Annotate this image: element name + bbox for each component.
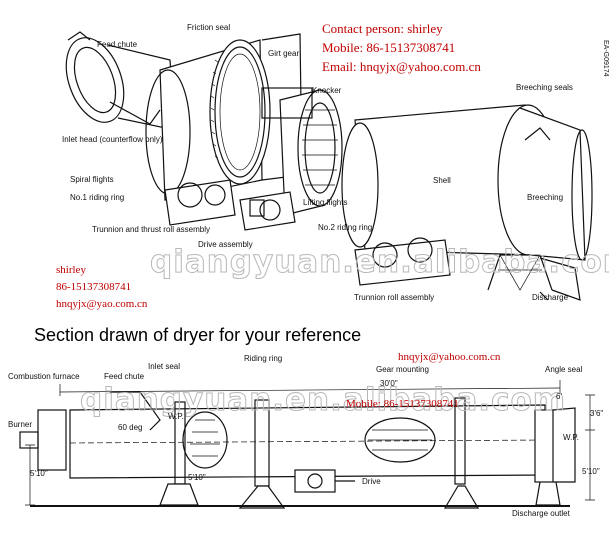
furnace-drawing — [37, 409, 67, 471]
breeching-stand-drawing — [487, 254, 581, 301]
trunnion-roll-drawing — [354, 237, 451, 286]
label-feed-chute-lower: Feed chute — [104, 372, 145, 381]
label-dim-510-mid: 5'10" — [188, 473, 206, 482]
label-riding-ring-2: No.2 riding ring — [318, 223, 372, 232]
contact-block: Contact person: shirley Mobile: 86-15137… — [322, 21, 481, 74]
label-gear-mounting: Gear mounting — [376, 365, 429, 374]
label-60deg: 60 deg — [118, 423, 142, 432]
label-feed-chute: Feed chute — [97, 40, 138, 49]
label-burner: Burner — [8, 420, 32, 429]
bottom-email: hnqyjx@yahoo.com.cn — [398, 351, 501, 363]
label-drive-assembly: Drive assembly — [198, 240, 253, 249]
bottom-phone: Mobile: 86-15137308741 — [346, 398, 459, 410]
contact-email: Email: hnqyjx@yahoo.com.cn — [322, 59, 481, 74]
watermark-bottom: qiangyuan.en.alibaba.com — [80, 382, 566, 418]
lower-labels: Combustion furnace Feed chute Inlet seal… — [8, 354, 603, 518]
lifting-flights-drawing — [261, 87, 343, 216]
label-dim-510-left: 5'10" — [30, 469, 48, 478]
watermark-top: qiangyuan.en.alibaba.com — [150, 244, 609, 280]
overlay-phone: 86-15137308741 — [56, 281, 131, 293]
label-shell: Shell — [433, 176, 451, 185]
label-dim-6: 6' — [556, 392, 562, 401]
figure-code: EA-G09174 — [602, 40, 609, 77]
section-view — [19, 380, 595, 509]
contact-mobile: Mobile: 86-15137308741 — [322, 40, 455, 55]
label-riding-ring-1: No.1 riding ring — [70, 193, 124, 202]
overlay-name: shirley — [56, 264, 86, 276]
exploded-view — [65, 31, 593, 301]
label-trunnion-roll: Trunnion roll assembly — [354, 293, 434, 302]
label-friction-seal: Friction seal — [187, 23, 230, 32]
label-riding-ring: Riding ring — [244, 354, 282, 363]
feed-section-drawing — [145, 33, 303, 201]
label-breeching: Breeching — [527, 193, 563, 202]
label-drive: Drive — [362, 477, 381, 486]
label-lifting-flights: Lifting flights — [303, 198, 347, 207]
trunnion-drive-drawing — [164, 179, 296, 231]
label-spiral-flights: Spiral flights — [70, 175, 114, 184]
caption: Section drawn of dryer for your referenc… — [34, 325, 361, 345]
label-dim-36: 3'6" — [590, 409, 603, 418]
label-girt-gear: Girt gear — [268, 49, 299, 58]
label-dim-30: 30'0" — [380, 379, 398, 388]
label-angle-seal: Angle seal — [545, 365, 583, 374]
label-trunnion-thrust: Trunnion and thrust roll assembly — [92, 225, 210, 234]
label-breeching-seals: Breeching seals — [516, 83, 573, 92]
overlay-email: hnqyjx@yao.com.cn — [56, 298, 148, 310]
label-wp-right: W.P. — [563, 433, 579, 442]
label-discharge: Discharge — [532, 293, 569, 302]
label-inlet-seal: Inlet seal — [148, 362, 180, 371]
label-inlet-head: Inlet head (counterflow only) — [62, 135, 163, 144]
shell-drawing — [341, 104, 593, 261]
label-discharge-outlet: Discharge outlet — [512, 509, 571, 518]
label-wp-left: W.P. — [168, 412, 184, 421]
label-knocker: Knocker — [312, 86, 342, 95]
upper-labels: Friction seal Feed chute Girt gear Knock… — [62, 23, 573, 302]
contact-person: Contact person: shirley — [322, 21, 443, 36]
label-combustion: Combustion furnace — [8, 372, 80, 381]
label-dim-510-right: 5'10" — [582, 467, 600, 476]
overlay-contact: shirley 86-15137308741 hnqyjx@yao.com.cn — [56, 264, 148, 310]
